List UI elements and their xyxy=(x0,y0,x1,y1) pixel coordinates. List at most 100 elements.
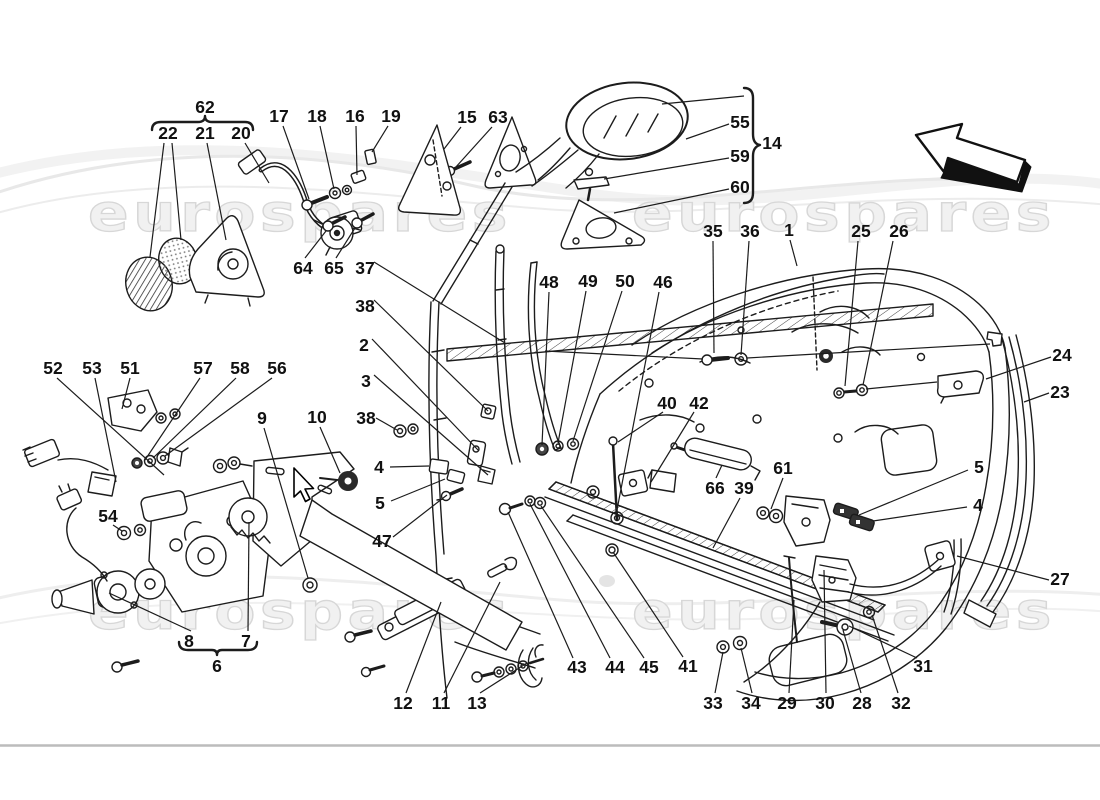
leader-line xyxy=(244,142,270,184)
reference-brackets xyxy=(150,86,762,657)
part-number-14: 14 xyxy=(762,133,782,153)
part-number-25: 25 xyxy=(851,221,871,241)
leader-line xyxy=(319,426,341,474)
part-number-13: 13 xyxy=(467,693,487,713)
leader-line xyxy=(206,142,227,241)
part-number-1: 1 xyxy=(784,220,794,240)
glass-rails xyxy=(498,481,895,642)
part-number-40: 40 xyxy=(657,393,677,413)
part-number-38: 38 xyxy=(356,408,376,428)
leader-line xyxy=(617,411,664,443)
part-number-56: 56 xyxy=(267,358,287,378)
leader-line xyxy=(121,377,131,410)
mirror-fasteners xyxy=(301,148,472,232)
leader-line xyxy=(650,411,695,483)
direction-arrow-icon xyxy=(914,122,1032,193)
part-number-39: 39 xyxy=(734,478,754,498)
mirror-assembly xyxy=(397,81,689,250)
part-number-10: 10 xyxy=(307,407,327,427)
leader-line xyxy=(373,374,489,476)
part-number-33: 33 xyxy=(703,693,723,713)
part-number-9: 9 xyxy=(257,408,267,428)
leader-line xyxy=(355,125,358,176)
leader-line xyxy=(392,494,448,538)
part-number-57: 57 xyxy=(193,358,212,378)
part-number-17: 17 xyxy=(269,106,288,126)
part-number-64: 64 xyxy=(293,258,313,278)
part-number-46: 46 xyxy=(653,272,673,292)
leader-line xyxy=(823,569,827,694)
leader-line xyxy=(788,599,795,694)
leader-line xyxy=(540,505,645,659)
part-number-60: 60 xyxy=(730,177,750,197)
leader-line xyxy=(612,551,684,658)
bracket-6 xyxy=(177,640,259,657)
quarter-channel xyxy=(527,261,580,456)
part-number-27: 27 xyxy=(1050,569,1069,589)
leader-line xyxy=(572,290,623,442)
part-number-59: 59 xyxy=(730,146,750,166)
part-number-55: 55 xyxy=(730,112,750,132)
part-number-2: 2 xyxy=(359,335,369,355)
part-number-19: 19 xyxy=(381,106,401,126)
part-number-4: 4 xyxy=(973,495,983,515)
leader-line xyxy=(848,625,918,659)
leader-line xyxy=(389,465,430,468)
leader-line xyxy=(615,291,660,516)
window-channel-right xyxy=(924,331,1035,628)
beltline-fasteners xyxy=(701,349,869,399)
part-number-20: 20 xyxy=(231,123,251,143)
leader-line xyxy=(872,506,968,522)
part-number-22: 22 xyxy=(158,123,178,143)
glass-stops xyxy=(586,436,761,557)
leader-line xyxy=(1023,392,1050,403)
leader-line xyxy=(544,350,704,360)
part-number-36: 36 xyxy=(740,221,760,241)
leader-line xyxy=(956,555,1050,581)
leader-line xyxy=(770,477,784,510)
part-number-32: 32 xyxy=(891,693,911,713)
leader-lines xyxy=(56,95,1052,694)
leader-line xyxy=(443,581,501,694)
switch-cluster xyxy=(22,389,189,497)
part-number-21: 21 xyxy=(195,123,215,143)
leader-line xyxy=(985,356,1052,380)
part-number-4: 4 xyxy=(374,457,384,477)
part-number-29: 29 xyxy=(777,693,797,713)
bracket-62 xyxy=(150,114,255,132)
leader-line xyxy=(152,377,237,459)
leader-line xyxy=(557,290,587,444)
part-number-18: 18 xyxy=(307,106,327,126)
part-number-42: 42 xyxy=(689,393,709,413)
bracket-14 xyxy=(742,86,762,205)
leader-line xyxy=(507,511,574,659)
leader-line xyxy=(740,647,753,694)
part-number-54: 54 xyxy=(98,506,118,526)
part-number-7: 7 xyxy=(241,631,251,651)
part-number-61: 61 xyxy=(773,458,793,478)
leader-line xyxy=(144,377,201,461)
leader-line xyxy=(282,125,310,200)
part-number-47: 47 xyxy=(372,531,391,551)
leader-line xyxy=(712,497,741,549)
leader-line xyxy=(529,503,611,659)
part-number-26: 26 xyxy=(889,221,909,241)
leader-line xyxy=(789,239,798,267)
leader-line xyxy=(541,291,550,446)
part-number-52: 52 xyxy=(43,358,63,378)
mouse-cursor-icon xyxy=(293,467,315,503)
leader-line xyxy=(375,417,398,431)
part-number-30: 30 xyxy=(815,693,835,713)
leader-line xyxy=(112,524,123,532)
leader-line xyxy=(94,377,117,483)
leader-line xyxy=(479,662,528,694)
part-number-45: 45 xyxy=(639,657,659,677)
part-number-8: 8 xyxy=(184,631,194,651)
leader-line xyxy=(443,126,462,150)
part-number-49: 49 xyxy=(578,271,598,291)
part-number-3: 3 xyxy=(361,371,371,391)
part-number-5: 5 xyxy=(974,457,984,477)
